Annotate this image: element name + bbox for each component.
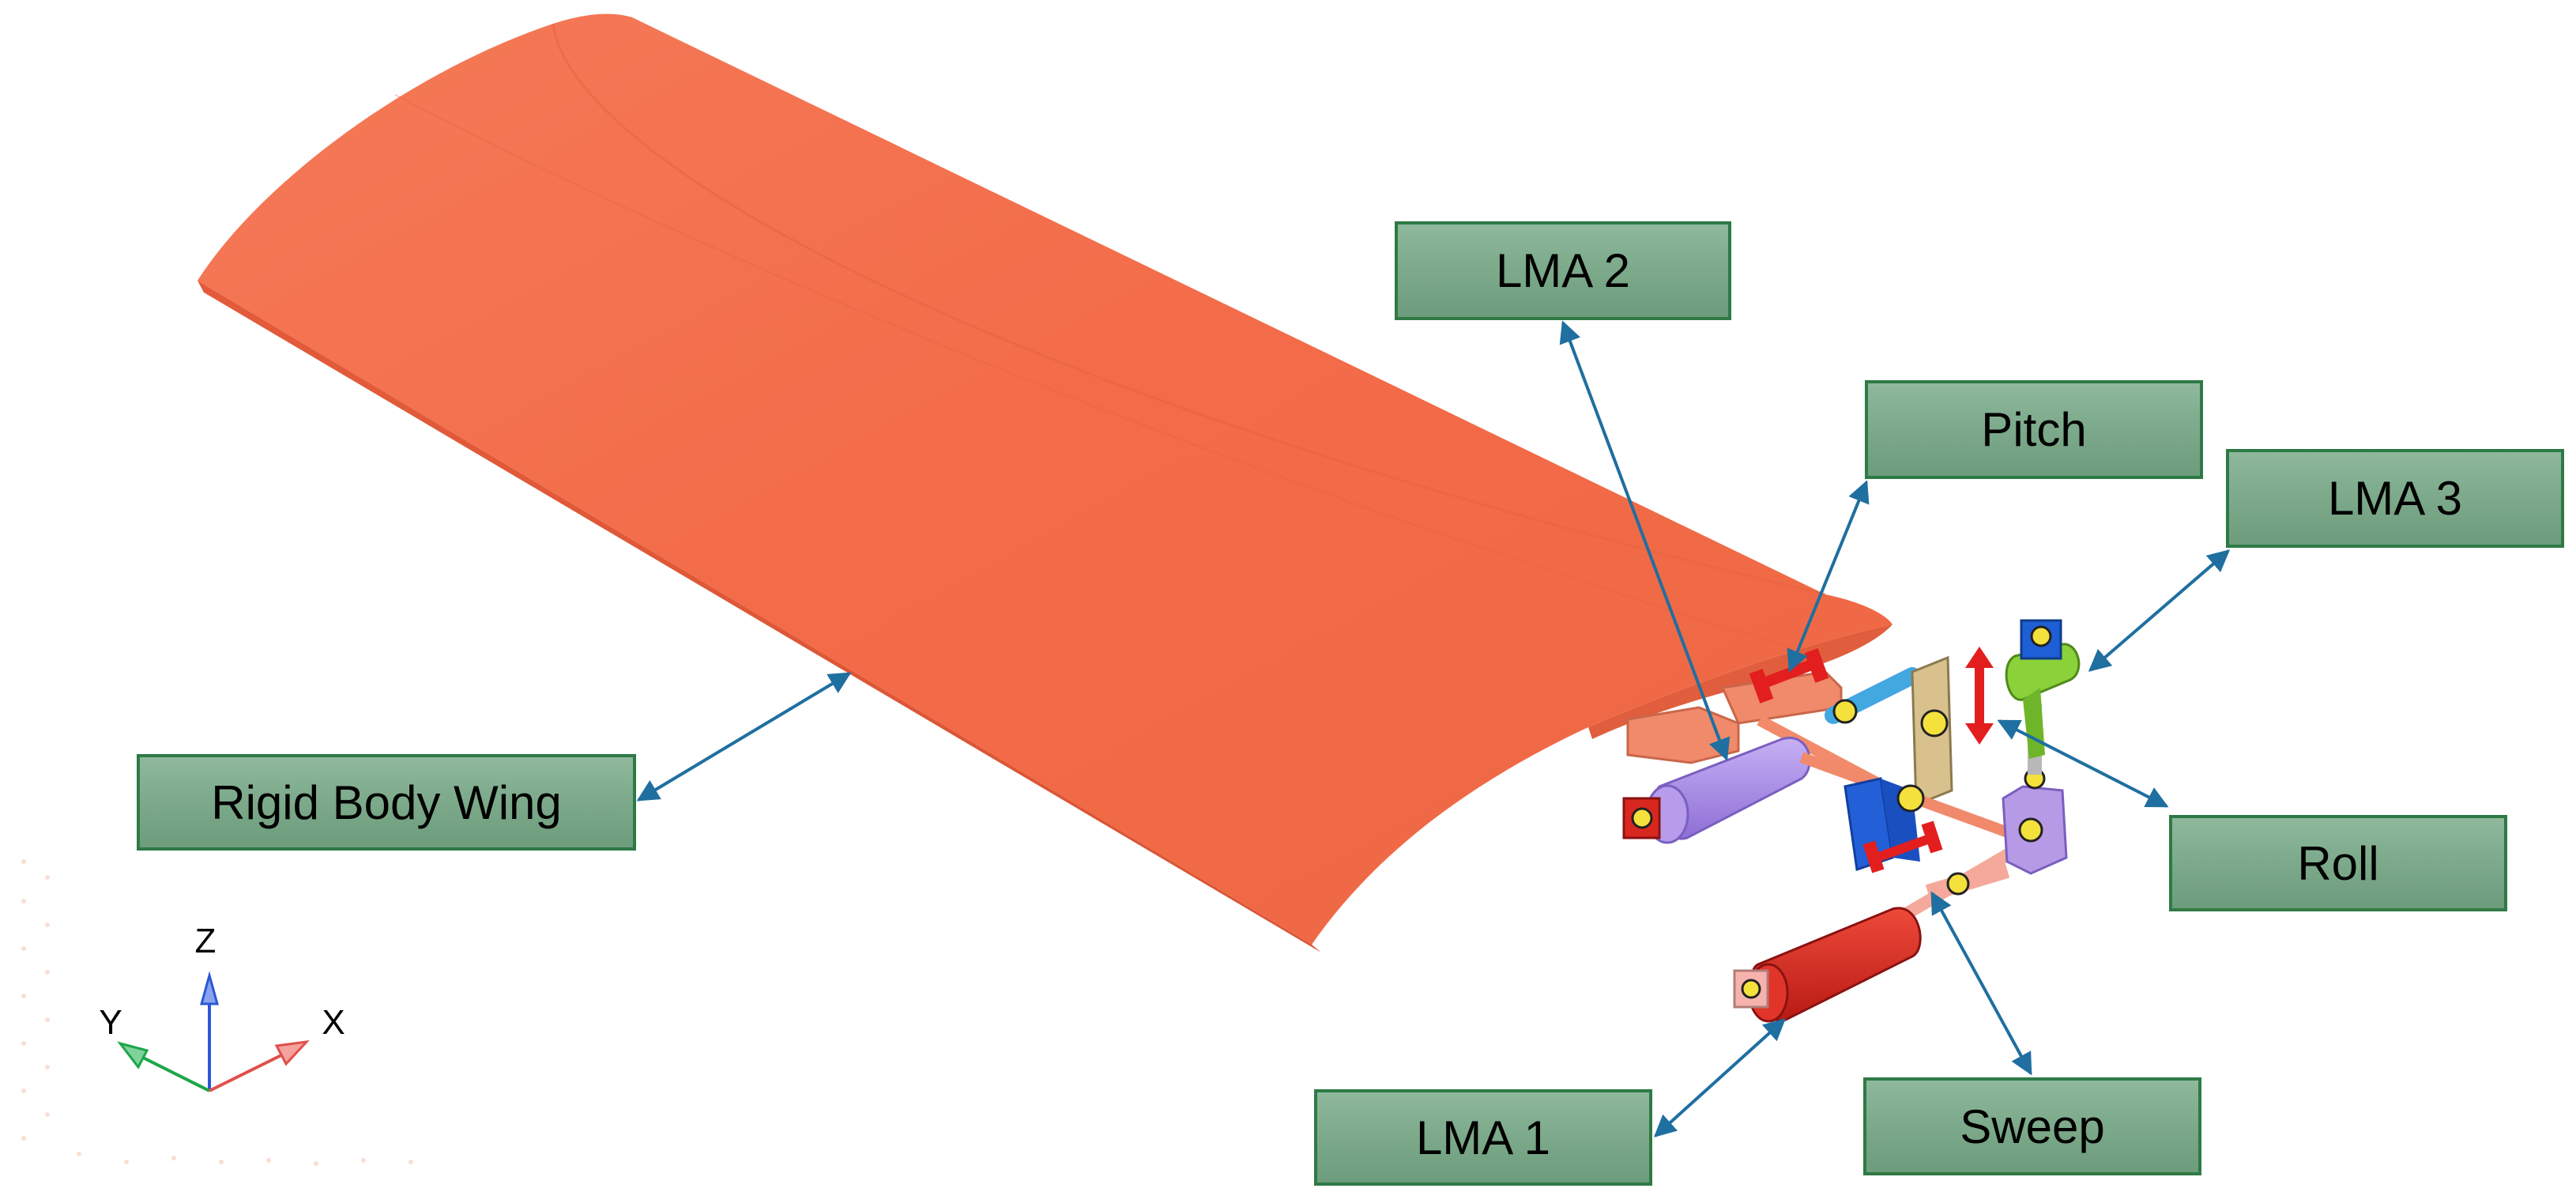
y-axis-label: Y xyxy=(99,1003,122,1042)
roll-indicator xyxy=(1965,647,1994,745)
leader-line-rigid-body-wing xyxy=(636,672,852,802)
x-axis-label: X xyxy=(322,1003,345,1042)
label-lma2-text: LMA 2 xyxy=(1495,244,1631,297)
leader-lines xyxy=(636,320,2231,1137)
y-axis-arrow xyxy=(137,1054,210,1092)
label-roll-text: Roll xyxy=(2297,836,2379,890)
background-dot-pattern xyxy=(21,859,413,1166)
label-pitch-text: Pitch xyxy=(1981,403,2087,456)
label-sweep-text: Sweep xyxy=(1960,1100,2105,1153)
leader-line-lma2 xyxy=(1559,320,1731,761)
axis-triad: Z Y X xyxy=(99,922,345,1092)
label-lma3-text: LMA 3 xyxy=(2327,472,2463,525)
label-lma2: LMA 2 xyxy=(1395,221,1731,320)
label-pitch: Pitch xyxy=(1865,380,2203,479)
z-axis-label: Z xyxy=(195,922,217,960)
sweep-indicator xyxy=(1862,820,1943,873)
label-sweep: Sweep xyxy=(1863,1077,2201,1175)
wing-top-surface xyxy=(198,13,1892,945)
label-rigid-body-wing-text: Rigid Body Wing xyxy=(211,775,562,829)
label-lma1: LMA 1 xyxy=(1314,1089,1652,1186)
leader-line-roll xyxy=(1997,719,2169,808)
label-lma1-text: LMA 1 xyxy=(1415,1111,1551,1164)
wing-trailing-face xyxy=(198,281,1321,952)
wing-root-bracket xyxy=(1626,706,1740,764)
label-lma3: LMA 3 xyxy=(2226,449,2564,548)
leader-line-pitch xyxy=(1787,480,1870,673)
x-axis-arrow xyxy=(209,1052,285,1092)
label-roll: Roll xyxy=(2169,815,2507,911)
leader-line-lma1 xyxy=(1653,1018,1787,1137)
leader-line-sweep xyxy=(1930,891,2032,1076)
label-rigid-body-wing: Rigid Body Wing xyxy=(137,754,636,851)
leader-line-lma3 xyxy=(2088,549,2231,672)
